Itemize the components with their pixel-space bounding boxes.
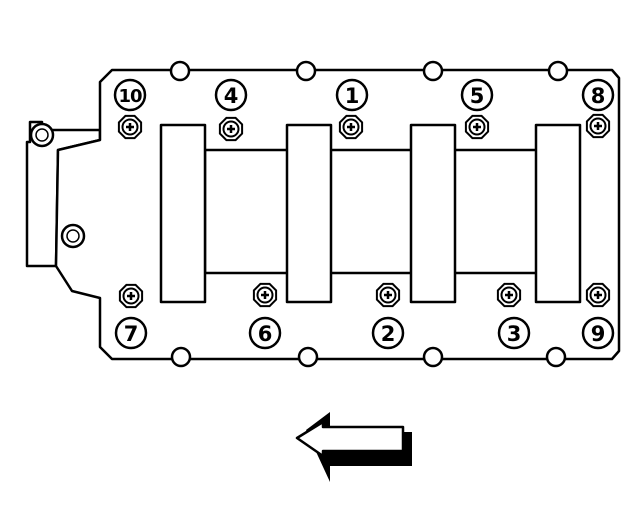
bolt-head-icon: [375, 282, 401, 308]
bracket-hole-inner: [66, 229, 80, 243]
bolt-head-icon: [585, 113, 611, 139]
sequence-label-6: 6: [258, 322, 273, 346]
center-chamber: [203, 148, 539, 275]
sequence-circle-9: [581, 316, 615, 350]
bolt-head-icon: [338, 114, 364, 140]
sequence-circle-10: [113, 78, 147, 112]
sequence-circle-2: [371, 316, 405, 350]
bolt-head-icon: [585, 282, 611, 308]
sequence-circle-8: [581, 78, 615, 112]
dowel-hole: [295, 60, 317, 82]
bearing-cap-1: [159, 123, 207, 304]
bolt-head-icon: [252, 282, 278, 308]
bearing-cap-3: [409, 123, 457, 304]
sequence-label-5: 5: [470, 84, 485, 108]
sequence-circle-7: [114, 316, 148, 350]
sequence-label-10: 10: [118, 86, 142, 107]
sequence-label-4: 4: [224, 84, 239, 108]
sequence-label-9: 9: [591, 322, 606, 346]
sequence-circle-5: [460, 78, 494, 112]
sequence-label-1: 1: [345, 84, 360, 108]
dowel-hole: [169, 60, 191, 82]
sequence-circle-1: [335, 78, 369, 112]
dowel-hole: [422, 60, 444, 82]
bearing-cap-4: [534, 123, 582, 304]
bracket-hole-inner: [35, 128, 49, 142]
arrow-left-icon: [295, 412, 412, 482]
sequence-label-3: 3: [507, 322, 522, 346]
sequence-label-7: 7: [124, 322, 139, 346]
dowel-hole: [170, 346, 192, 368]
dowel-hole: [545, 346, 567, 368]
bolt-head-icon: [218, 116, 244, 142]
bolt-head-icon: [118, 283, 144, 309]
bearing-cap-2: [285, 123, 333, 304]
dowel-hole: [297, 346, 319, 368]
sequence-label-2: 2: [381, 322, 396, 346]
sequence-circle-6: [248, 316, 282, 350]
dowel-hole: [422, 346, 444, 368]
sequence-label-8: 8: [591, 84, 606, 108]
bolt-head-icon: [117, 114, 143, 140]
sequence-circle-3: [497, 316, 531, 350]
bolt-head-icon: [496, 282, 522, 308]
bolt-head-icon: [464, 114, 490, 140]
dowel-hole: [547, 60, 569, 82]
sequence-circle-4: [214, 78, 248, 112]
